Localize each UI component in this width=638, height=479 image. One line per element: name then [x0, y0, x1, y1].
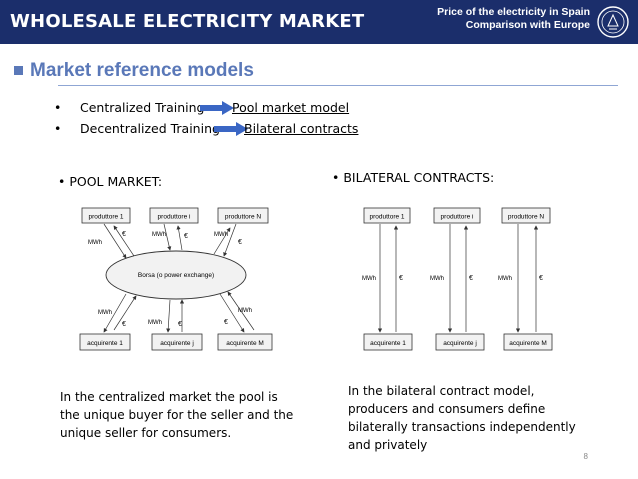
consumer-box — [151, 333, 203, 351]
producer-label: produttore i — [158, 214, 191, 221]
producer-label: produttore i — [441, 214, 474, 221]
caption-line: and privately — [348, 438, 428, 452]
slide-title: WHOLESALE ELECTRICITY MARKET — [10, 11, 365, 32]
mwh-label: MWh — [362, 276, 376, 282]
university-seal-icon — [597, 6, 629, 38]
euro-label: € — [122, 321, 126, 328]
producer-box — [217, 207, 269, 224]
list-bullet: • — [54, 121, 62, 136]
bilateral-contracts-link[interactable]: Bilateral contracts — [244, 121, 359, 136]
list-item-text: Decentralized Training — [80, 121, 220, 136]
producer-label: produttore 1 — [88, 214, 123, 221]
consumer-box — [79, 333, 131, 351]
header-subtitle: Price of the electricity in Spain Compar… — [437, 6, 590, 32]
consumer-label: acquirente 1 — [87, 340, 123, 347]
pool-market-link[interactable]: Pool market model — [232, 100, 350, 115]
producer-label: produttore 1 — [369, 214, 404, 221]
bilateral-contracts-diagram: produttore 1 produttore i produttore N a… — [362, 207, 553, 351]
section-title: Market reference models — [30, 60, 254, 81]
right-arrow-icon — [214, 122, 248, 136]
page-number: 8 — [583, 452, 588, 461]
producer-box — [363, 207, 411, 224]
consumer-box — [217, 333, 273, 351]
mwh-label: MWh — [238, 308, 252, 314]
producer-label: produttore N — [508, 214, 544, 221]
euro-label: € — [122, 231, 126, 238]
caption-line: producers and consumers define — [348, 402, 546, 416]
euro-label: € — [539, 275, 543, 282]
bilateral-caption: In the bilateral contract model, produce… — [348, 382, 576, 454]
producer-box — [149, 207, 199, 224]
euro-label: € — [469, 275, 473, 282]
euro-label: € — [178, 321, 182, 328]
list-bullet: • — [54, 100, 62, 115]
consumer-box — [503, 333, 553, 351]
header-bar: WHOLESALE ELECTRICITY MARKET Price of th… — [0, 0, 638, 44]
section-divider — [58, 85, 618, 86]
euro-label: € — [224, 319, 228, 326]
mwh-label: MWh — [148, 320, 162, 326]
caption-line: In the bilateral contract model, — [348, 384, 535, 398]
header-subtitle-line2: Comparison with Europe — [465, 19, 590, 31]
caption-line: bilaterally transactions independently — [348, 420, 576, 434]
caption-line: In the centralized market the pool is — [60, 390, 278, 404]
mwh-label: MWh — [88, 240, 102, 246]
euro-label: € — [184, 233, 188, 240]
producer-box — [501, 207, 551, 224]
consumer-label: acquirente j — [160, 340, 194, 347]
consumer-label: acquirente M — [509, 340, 547, 347]
section-bullet-icon — [14, 66, 23, 75]
header-subtitle-line1: Price of the electricity in Spain — [437, 6, 590, 18]
pool-market-heading: • POOL MARKET: — [58, 174, 163, 189]
mwh-label: MWh — [498, 276, 512, 282]
mwh-label: MWh — [98, 310, 112, 316]
euro-label: € — [399, 275, 403, 282]
power-exchange-ellipse — [105, 250, 247, 300]
producer-box — [433, 207, 481, 224]
right-arrow-icon — [200, 101, 234, 115]
mwh-label: MWh — [214, 232, 228, 238]
consumer-box — [435, 333, 485, 351]
bilateral-heading: • BILATERAL CONTRACTS: — [332, 170, 495, 185]
power-exchange-label: Borsa (o power exchange) — [138, 272, 214, 279]
euro-label: € — [238, 239, 242, 246]
mwh-label: MWh — [430, 276, 444, 282]
consumer-label: acquirente 1 — [370, 340, 406, 347]
producer-label: produttore N — [225, 214, 261, 221]
caption-line: the unique buyer for the seller and the — [60, 408, 294, 422]
producer-box — [81, 207, 131, 224]
consumer-box — [363, 333, 413, 351]
consumer-label: acquirente j — [443, 340, 477, 347]
list-item-text: Centralized Training — [80, 100, 205, 115]
pool-market-diagram: produttore 1 produttore i produttore N B… — [79, 207, 273, 351]
pool-caption: In the centralized market the pool is th… — [60, 388, 293, 442]
caption-line: unique seller for consumers. — [60, 426, 232, 440]
consumer-label: acquirente M — [226, 340, 264, 347]
mwh-label: MWh — [152, 232, 166, 238]
